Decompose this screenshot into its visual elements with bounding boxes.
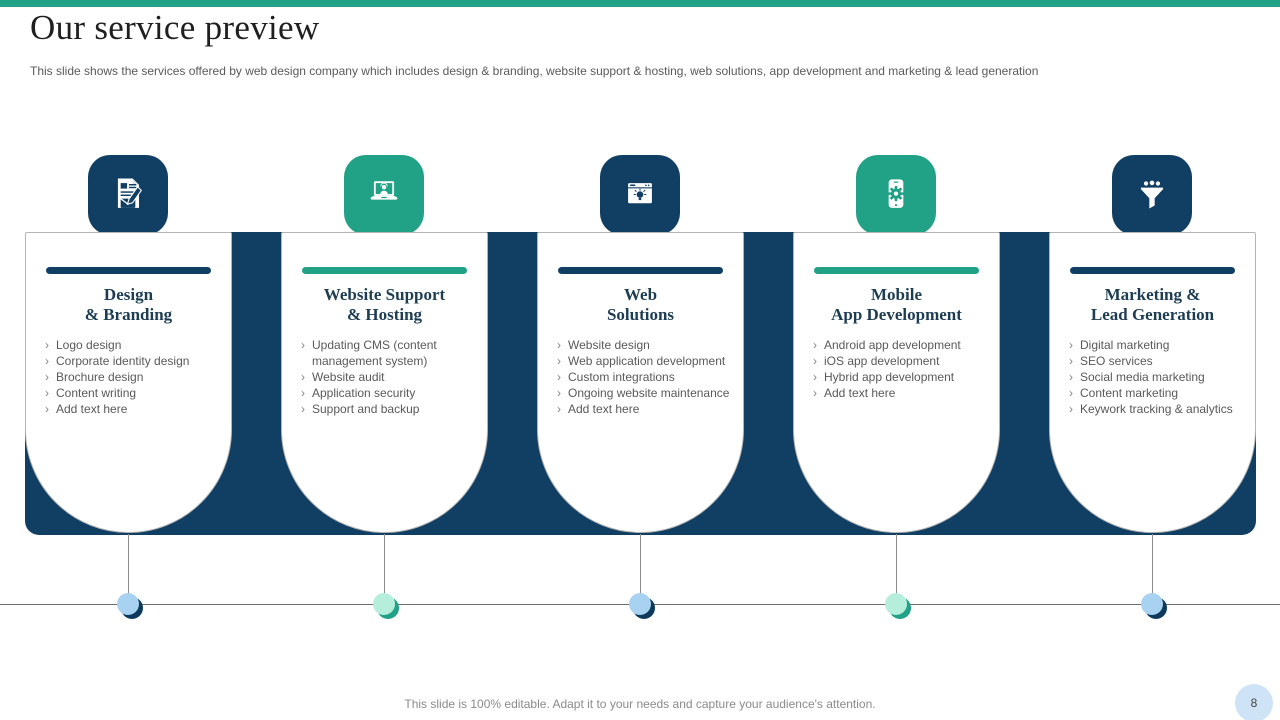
- chevron-bullet: ›: [301, 338, 305, 352]
- chevron-bullet: ›: [813, 354, 817, 368]
- service-item: ›Corporate identity design: [38, 353, 223, 369]
- chevron-bullet: ›: [557, 386, 561, 400]
- timeline-dot: [373, 593, 399, 619]
- chevron-bullet: ›: [45, 370, 49, 384]
- page-title: Our service preview: [30, 8, 320, 47]
- chevron-bullet: ›: [1069, 402, 1073, 416]
- timeline-dot: [885, 593, 911, 619]
- card-accent-bar: [1070, 267, 1235, 274]
- timeline-dot: [117, 593, 143, 619]
- service-item-list: ›Website design ›Web application develop…: [538, 337, 743, 417]
- slide-footer-note: This slide is 100% editable. Adapt it to…: [404, 697, 876, 711]
- service-card-mobile-app: Mobile App Development ›Android app deve…: [793, 232, 1000, 533]
- laptop-support-icon: [370, 181, 398, 200]
- card-accent-bar: [814, 267, 979, 274]
- phone-gear-icon: [888, 179, 904, 208]
- browser-idea-icon: [628, 183, 652, 204]
- service-title: Marketing & Lead Generation: [1090, 285, 1215, 324]
- service-item: ›Social media marketing: [1062, 369, 1247, 385]
- service-item: ›Updating CMS (content management system…: [294, 337, 479, 369]
- service-item: ›Web application development: [550, 353, 735, 369]
- service-title: Web Solutions: [606, 285, 675, 324]
- service-item: ›Website audit: [294, 369, 479, 385]
- document-pen-icon: [117, 178, 143, 208]
- chevron-bullet: ›: [45, 402, 49, 416]
- service-item: ›Content marketing: [1062, 385, 1247, 401]
- chevron-bullet: ›: [813, 338, 817, 352]
- chevron-bullet: ›: [45, 386, 49, 400]
- page-number: 8: [1250, 696, 1258, 710]
- service-icon-badge: [856, 155, 936, 235]
- service-item-list: ›Updating CMS (content management system…: [282, 337, 487, 417]
- chevron-bullet: ›: [557, 402, 561, 416]
- page-number-badge: 8: [1235, 684, 1273, 720]
- connector-line: [128, 534, 129, 604]
- chevron-bullet: ›: [45, 354, 49, 368]
- chevron-bullet: ›: [557, 338, 561, 352]
- service-item: ›Add text here: [38, 401, 223, 417]
- chevron-bullet: ›: [301, 402, 305, 416]
- service-icon-badge: [88, 155, 168, 235]
- chevron-bullet: ›: [1069, 370, 1073, 384]
- card-accent-bar: [302, 267, 467, 274]
- service-item: ›Content writing: [38, 385, 223, 401]
- top-accent-bar: [0, 0, 1280, 7]
- chevron-bullet: ›: [1069, 354, 1073, 368]
- service-item: ›Ongoing website maintenance: [550, 385, 735, 401]
- service-item: ›Website design: [550, 337, 735, 353]
- service-card-marketing-leads: Marketing & Lead Generation ›Digital mar…: [1049, 232, 1256, 533]
- service-item: ›iOS app development: [806, 353, 991, 369]
- service-title: Website Support & Hosting: [323, 285, 446, 324]
- chevron-bullet: ›: [813, 386, 817, 400]
- connector-line: [896, 534, 897, 604]
- service-item-list: ›Digital marketing ›SEO services ›Social…: [1050, 337, 1255, 417]
- service-item: ›Custom integrations: [550, 369, 735, 385]
- service-item: ›Brochure design: [38, 369, 223, 385]
- chevron-bullet: ›: [557, 370, 561, 384]
- service-card-website-support: Website Support & Hosting ›Updating CMS …: [281, 232, 488, 533]
- connector-line: [640, 534, 641, 604]
- service-item: ›Android app development: [806, 337, 991, 353]
- chevron-bullet: ›: [301, 370, 305, 384]
- service-card-design-branding: Design & Branding ›Logo design ›Corporat…: [25, 232, 232, 533]
- service-item: ›Hybrid app development: [806, 369, 991, 385]
- card-accent-bar: [558, 267, 723, 274]
- chevron-bullet: ›: [1069, 386, 1073, 400]
- chevron-bullet: ›: [1069, 338, 1073, 352]
- service-icon-badge: [344, 155, 424, 235]
- service-item: ›Logo design: [38, 337, 223, 353]
- timeline-dot: [629, 593, 655, 619]
- chevron-bullet: ›: [301, 386, 305, 400]
- service-item: ›Add text here: [550, 401, 735, 417]
- funnel-leads-icon: [1140, 179, 1164, 210]
- timeline-dot: [1141, 593, 1167, 619]
- service-title: Design & Branding: [84, 285, 173, 324]
- card-accent-bar: [46, 267, 211, 274]
- service-icon-badge: [600, 155, 680, 235]
- chevron-bullet: ›: [557, 354, 561, 368]
- service-item: ›SEO services: [1062, 353, 1247, 369]
- service-title: Mobile App Development: [831, 285, 962, 324]
- connector-line: [1152, 534, 1153, 604]
- chevron-bullet: ›: [813, 370, 817, 384]
- service-icon-badge: [1112, 155, 1192, 235]
- chevron-bullet: ›: [45, 338, 49, 352]
- service-item: ›Add text here: [806, 385, 991, 401]
- service-item: ›Support and backup: [294, 401, 479, 417]
- service-item: ›Keywork tracking & analytics: [1062, 401, 1247, 417]
- service-item: ›Digital marketing: [1062, 337, 1247, 353]
- slide-subtitle: This slide shows the services offered by…: [30, 64, 1039, 78]
- service-item: ›Application security: [294, 385, 479, 401]
- service-card-web-solutions: Web Solutions ›Website design ›Web appli…: [537, 232, 744, 533]
- connector-line: [384, 534, 385, 604]
- service-item-list: ›Logo design ›Corporate identity design …: [26, 337, 231, 417]
- service-item-list: ›Android app development ›iOS app develo…: [794, 337, 999, 401]
